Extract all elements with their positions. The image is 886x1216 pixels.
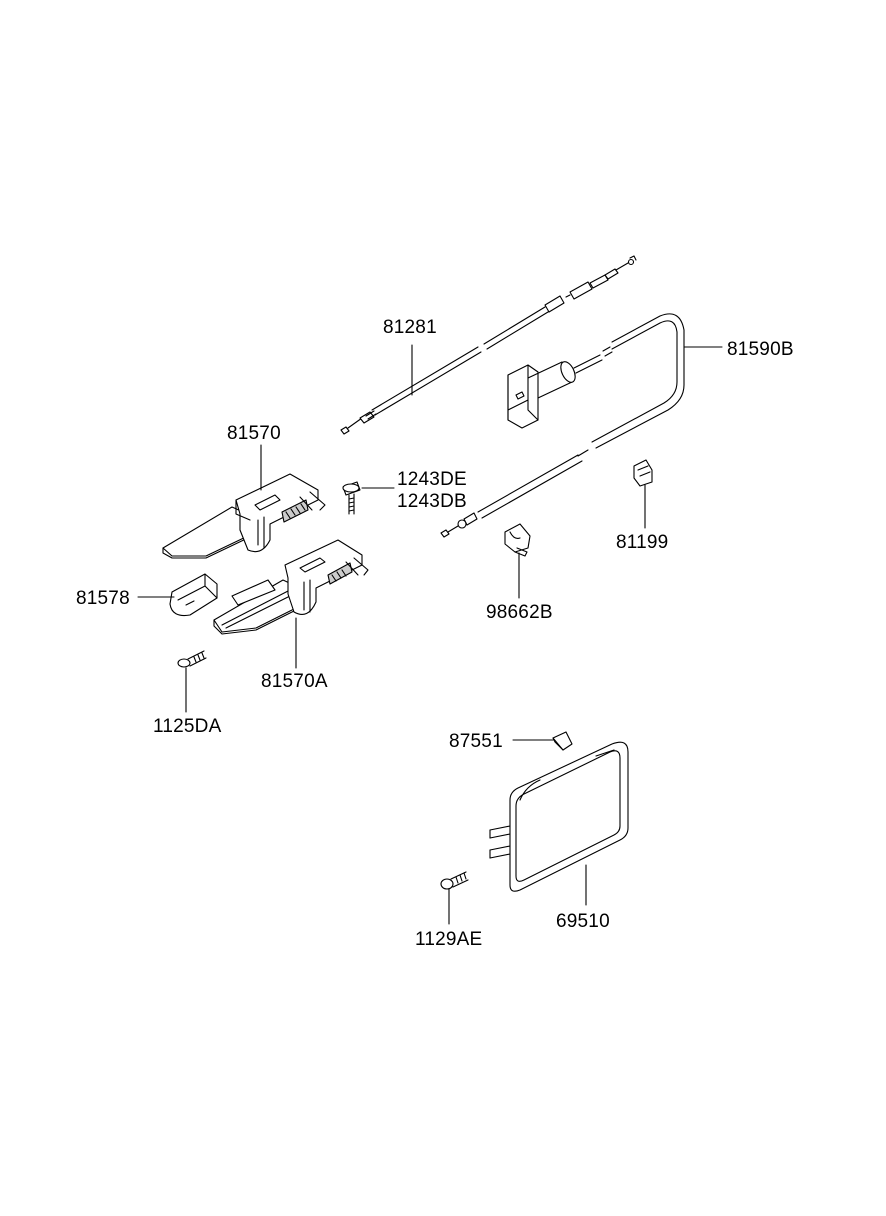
bolt-1243de [343,482,360,514]
label-69510: 69510 [556,911,610,932]
label-81199: 81199 [616,532,669,553]
label-81570a: 81570A [261,671,328,692]
label-1125da: 1125DA [153,716,222,737]
opener-handle-81570 [163,474,325,558]
label-81570: 81570 [227,423,281,444]
fuel-door-69510 [490,742,628,891]
screw-1125da [178,651,206,667]
label-81578: 81578 [76,588,130,609]
fuel-door-cable-81590b [441,314,684,537]
label-98662b: 98662B [486,602,553,623]
label-1243db: 1243DB [397,491,467,512]
clip-81199 [634,460,652,486]
bolt-1129ae [441,872,468,889]
bumper-87551 [553,732,572,750]
label-1243de: 1243DE [397,469,467,490]
label-81590b: 81590B [727,339,794,360]
cover-81578 [170,574,217,616]
label-1129ae: 1129AE [415,929,483,950]
label-81281: 81281 [383,317,437,338]
release-cable-81281 [341,256,636,434]
clip-98662b [505,524,530,556]
leader-lines [138,345,722,924]
label-87551: 87551 [449,731,503,752]
opener-handle-81570a [214,540,368,634]
